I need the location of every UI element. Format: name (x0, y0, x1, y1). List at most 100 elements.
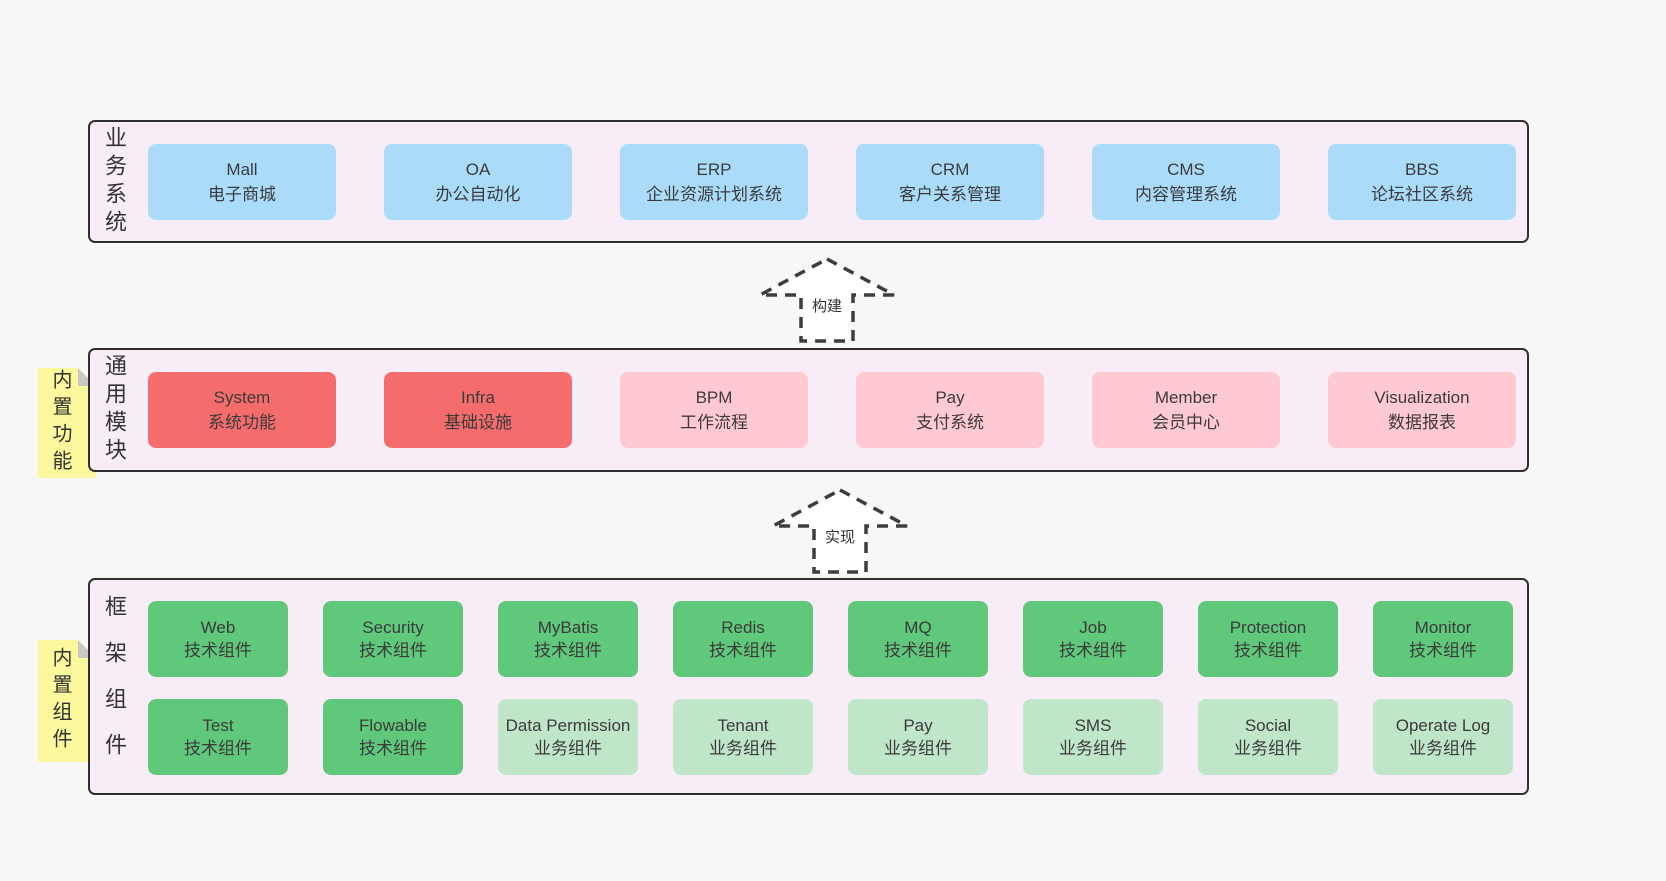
box-visualization: Visualization 数据报表 (1328, 372, 1516, 448)
box-subtitle: 技术组件 (1234, 641, 1302, 660)
box-data-permission: Data Permission 业务组件 (498, 699, 638, 775)
implement-arrow: 实现 (770, 487, 910, 575)
box-mall: Mall 电子商城 (148, 143, 336, 220)
box-social: Social 业务组件 (1198, 699, 1338, 775)
box-monitor: Monitor 技术组件 (1373, 601, 1513, 677)
panel-label-business-systems: 业务系统 (102, 125, 127, 238)
box-operate-log: Operate Log 业务组件 (1373, 699, 1513, 775)
box-title: Pay (935, 388, 965, 407)
box-subtitle: 技术组件 (184, 739, 252, 758)
business-systems-panel: 业务系统 Mall 电子商城 OA 办公自动化 ERP 企业资源计划系统 CRM… (88, 120, 1529, 243)
box-test: Test 技术组件 (148, 699, 288, 775)
box-title: Social (1244, 716, 1292, 735)
box-title: Flowable (358, 716, 428, 735)
box-subtitle: 电子商城 (208, 184, 276, 204)
box-subtitle: 数据报表 (1388, 413, 1456, 432)
box-title: Redis (721, 618, 765, 637)
box-title: Data Permission (505, 716, 631, 735)
box-subtitle: 客户关系管理 (899, 184, 1001, 204)
build-arrow: 构建 (757, 256, 897, 344)
business-systems-row: Mall 电子商城 OA 办公自动化 ERP 企业资源计划系统 CRM 客户关系… (148, 122, 1516, 241)
box-title: Mall (226, 159, 258, 179)
box-subtitle: 技术组件 (709, 641, 777, 660)
box-title: Protection (1229, 618, 1307, 637)
box-cms: CMS 内容管理系统 (1092, 143, 1280, 220)
box-subtitle: 业务组件 (884, 739, 952, 758)
box-title: MQ (904, 618, 932, 637)
box-bbs: BBS 论坛社区系统 (1328, 143, 1516, 220)
box-subtitle: 技术组件 (1059, 641, 1127, 660)
box-title: MyBatis (537, 618, 599, 637)
box-subtitle: 业务组件 (1059, 739, 1127, 758)
box-subtitle: 技术组件 (359, 739, 427, 758)
box-title: Operate Log (1395, 716, 1491, 735)
box-subtitle: 技术组件 (534, 641, 602, 660)
box-title: CRM (930, 159, 970, 179)
box-web: Web 技术组件 (148, 601, 288, 677)
box-pay-component: Pay 业务组件 (848, 699, 988, 775)
build-arrow-label: 构建 (808, 294, 846, 317)
box-title: Web (200, 618, 236, 637)
box-protection: Protection 技术组件 (1198, 601, 1338, 677)
box-redis: Redis 技术组件 (673, 601, 813, 677)
box-subtitle: 企业资源计划系统 (646, 184, 782, 204)
box-erp: ERP 企业资源计划系统 (620, 143, 808, 220)
box-title: SMS (1074, 716, 1112, 735)
box-title: BBS (1404, 159, 1440, 179)
box-title: ERP (696, 159, 732, 179)
box-title: Security (362, 618, 424, 637)
box-crm: CRM 客户关系管理 (856, 143, 1044, 220)
box-subtitle: 业务组件 (1409, 739, 1477, 758)
box-subtitle: 技术组件 (884, 641, 952, 660)
box-subtitle: 业务组件 (1234, 739, 1302, 758)
box-title: Visualization (1374, 388, 1470, 407)
implement-arrow-label: 实现 (821, 525, 859, 548)
box-subtitle: 支付系统 (916, 413, 984, 432)
sticky-note-built-in-features: 内置功能 (38, 368, 96, 478)
box-member: Member 会员中心 (1092, 372, 1280, 448)
box-subtitle: 技术组件 (1409, 641, 1477, 660)
framework-components-rows: Web 技术组件 Security 技术组件 MyBatis 技术组件 Redi… (148, 601, 1513, 775)
panel-label-common-modules: 通用模块 (102, 354, 127, 466)
box-oa: OA 办公自动化 (384, 143, 572, 220)
sticky-note-label: 内置功能 (49, 369, 71, 477)
box-job: Job 技术组件 (1023, 601, 1163, 677)
box-title: Test (202, 716, 234, 735)
box-pay: Pay 支付系统 (856, 372, 1044, 448)
box-flowable: Flowable 技术组件 (323, 699, 463, 775)
box-subtitle: 会员中心 (1152, 413, 1220, 432)
box-title: OA (465, 159, 491, 179)
framework-row-1: Web 技术组件 Security 技术组件 MyBatis 技术组件 Redi… (148, 601, 1513, 677)
box-title: CMS (1167, 159, 1205, 179)
box-title: Infra (460, 388, 496, 407)
box-subtitle: 基础设施 (444, 413, 512, 432)
common-modules-row: System 系统功能 Infra 基础设施 BPM 工作流程 Pay 支付系统… (148, 350, 1516, 470)
panel-label-framework-components: 框架组件 (102, 594, 127, 779)
box-mybatis: MyBatis 技术组件 (498, 601, 638, 677)
box-mq: MQ 技术组件 (848, 601, 988, 677)
framework-row-2: Test 技术组件 Flowable 技术组件 Data Permission … (148, 699, 1513, 775)
box-title: Monitor (1414, 618, 1472, 637)
sticky-note-label: 内置组件 (49, 647, 71, 755)
box-title: Job (1079, 618, 1107, 637)
box-subtitle: 办公自动化 (435, 184, 521, 204)
box-subtitle: 业务组件 (709, 739, 777, 758)
common-modules-panel: 通用模块 System 系统功能 Infra 基础设施 BPM 工作流程 Pay… (88, 348, 1529, 472)
box-security: Security 技术组件 (323, 601, 463, 677)
framework-components-panel: 框架组件 Web 技术组件 Security 技术组件 MyBatis 技术组件… (88, 578, 1529, 795)
box-subtitle: 论坛社区系统 (1371, 184, 1473, 204)
box-system: System 系统功能 (148, 372, 336, 448)
box-subtitle: 内容管理系统 (1135, 184, 1237, 204)
box-subtitle: 业务组件 (534, 739, 602, 758)
box-infra: Infra 基础设施 (384, 372, 572, 448)
box-subtitle: 技术组件 (359, 641, 427, 660)
box-title: Member (1154, 388, 1218, 407)
box-title: BPM (695, 388, 733, 407)
box-subtitle: 工作流程 (680, 413, 748, 432)
box-title: System (213, 388, 271, 407)
box-title: Tenant (717, 716, 769, 735)
box-tenant: Tenant 业务组件 (673, 699, 813, 775)
box-sms: SMS 业务组件 (1023, 699, 1163, 775)
box-subtitle: 系统功能 (208, 413, 276, 432)
